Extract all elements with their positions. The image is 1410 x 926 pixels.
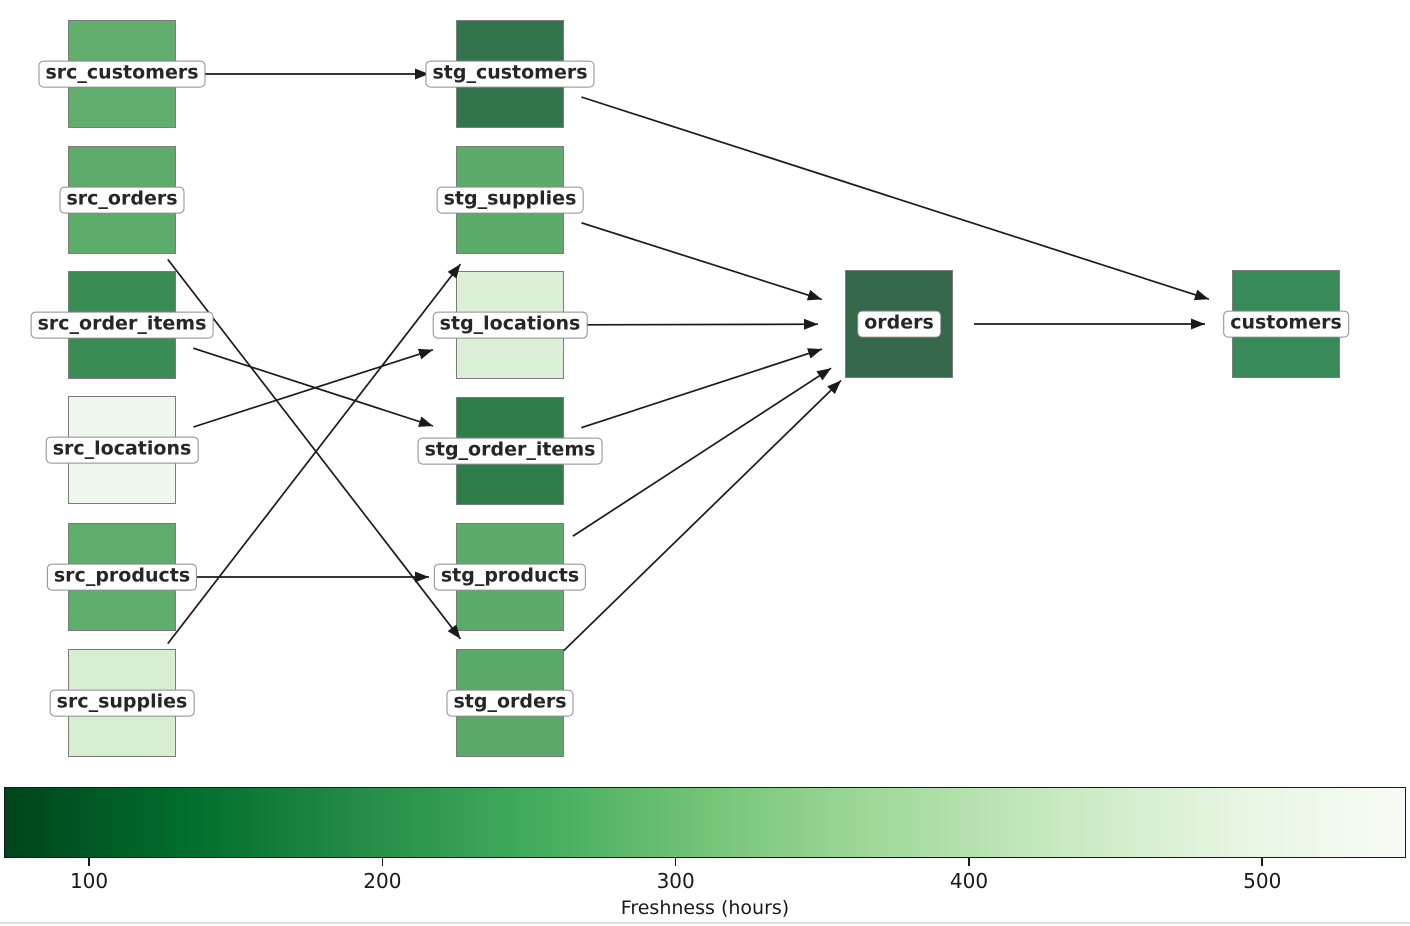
- node-label-src_products: src_products: [46, 563, 198, 591]
- node-label-src_customers: src_customers: [38, 60, 206, 88]
- node-label-stg_products: stg_products: [433, 563, 587, 591]
- node-label-stg_locations: stg_locations: [432, 311, 588, 339]
- node-label-orders: orders: [857, 310, 941, 338]
- colorbar-axis-label: Freshness (hours): [620, 897, 790, 919]
- node-label-src_order_items: src_order_items: [30, 311, 214, 339]
- colorbar-tick-mark-100: [88, 858, 90, 866]
- figure-bottom-border: [0, 922, 1410, 924]
- colorbar-tick-label-300: 300: [656, 869, 695, 893]
- freshness-colorbar: [4, 787, 1406, 858]
- colorbar-tick-mark-200: [381, 858, 384, 866]
- colorbar-tick-mark-500: [1261, 858, 1264, 866]
- colorbar-tick-label-400: 400: [949, 869, 989, 893]
- colorbar-tick-label-200: 200: [363, 869, 402, 893]
- node-label-src_orders: src_orders: [59, 186, 185, 214]
- node-label-src_supplies: src_supplies: [49, 689, 195, 717]
- colorbar-tick-mark-400: [968, 858, 970, 866]
- colorbar-tick-mark-300: [674, 858, 677, 866]
- node-label-stg_orders: stg_orders: [446, 689, 574, 717]
- node-label-src_locations: src_locations: [45, 436, 199, 464]
- node-label-stg_order_items: stg_order_items: [417, 437, 603, 465]
- node-label-stg_supplies: stg_supplies: [436, 186, 584, 214]
- node-label-customers: customers: [1223, 310, 1349, 338]
- colorbar-tick-label-500: 500: [1243, 869, 1282, 893]
- colorbar-tick-label-100: 100: [69, 869, 109, 893]
- node-label-stg_customers: stg_customers: [425, 60, 595, 88]
